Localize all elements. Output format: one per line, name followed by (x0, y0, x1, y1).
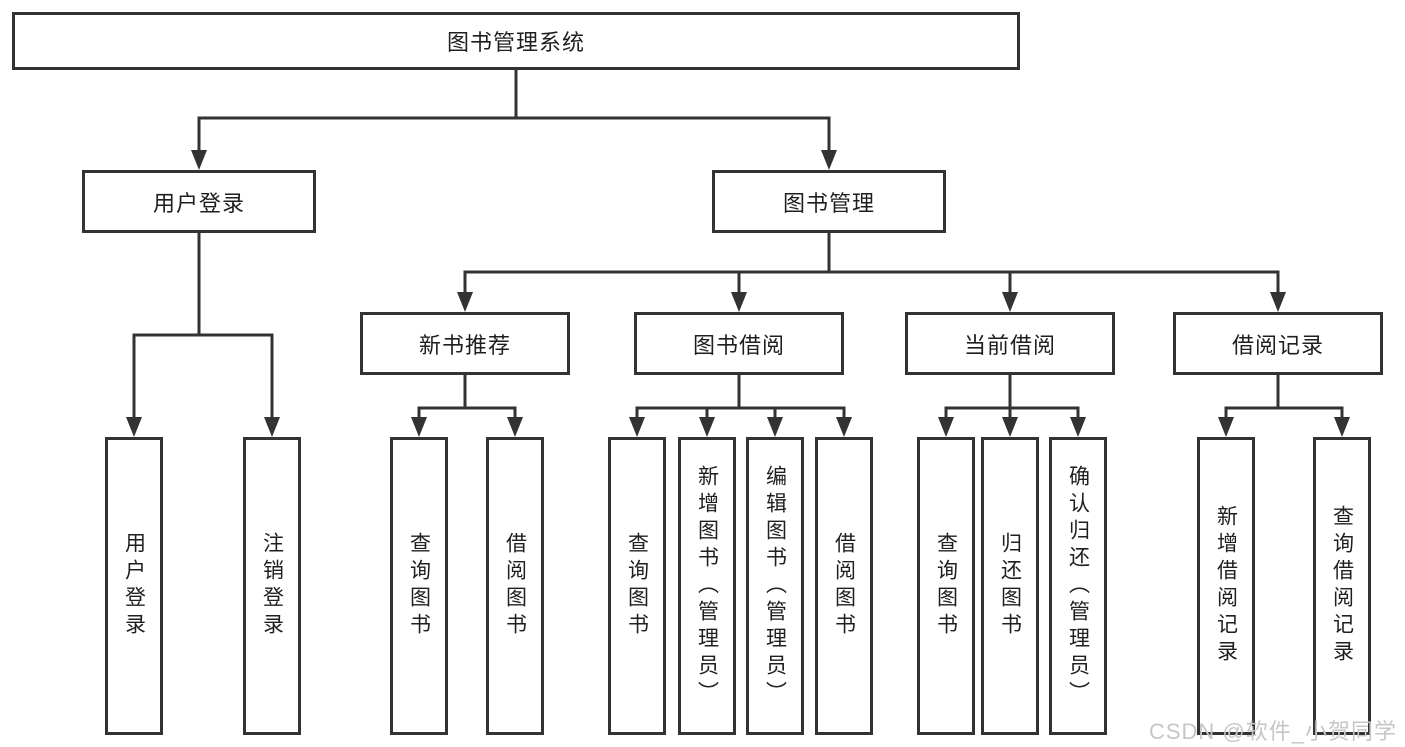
node-label: 新增借阅记录 (1214, 505, 1238, 667)
csdn-watermark: CSDN @软件_小贺同学 (1148, 719, 1397, 744)
node-book-management: 图书管理 (712, 170, 946, 233)
node-label: 图书管理系统 (446, 30, 585, 55)
node-label: 查询图书 (625, 532, 649, 640)
node-label: 图书管理 (782, 190, 875, 216)
node-label: 查询图书 (934, 532, 958, 640)
node-borrowing-records: 借阅记录 (1173, 312, 1383, 375)
leaf-user-login: 用户登录 (105, 437, 163, 735)
node-label: 用户登录 (122, 532, 146, 640)
leaf-add-books-admin: 新增图书（管理员） (678, 437, 736, 735)
node-library-management-system: 图书管理系统 (12, 12, 1020, 70)
leaf-logout: 注销登录 (243, 437, 301, 735)
node-label: 借阅记录 (1231, 332, 1324, 358)
node-label: 确认归还（管理员） (1066, 464, 1090, 708)
leaf-borrow-books: 借阅图书 (815, 437, 873, 735)
leaf-confirm-return-admin: 确认归还（管理员） (1049, 437, 1107, 735)
leaf-borrow-query-books: 查询图书 (608, 437, 666, 735)
node-new-book-recommendation: 新书推荐 (360, 312, 570, 375)
node-label: 查询图书 (407, 532, 431, 640)
node-label: 图书借阅 (692, 332, 785, 358)
leaf-current-query-books: 查询图书 (917, 437, 975, 735)
node-label: 注销登录 (260, 532, 284, 640)
node-label: 新书推荐 (418, 332, 511, 358)
leaf-recommend-query-books: 查询图书 (390, 437, 448, 735)
leaf-recommend-borrow-books: 借阅图书 (486, 437, 544, 735)
leaf-return-books: 归还图书 (981, 437, 1039, 735)
node-label: 借阅图书 (832, 532, 856, 640)
node-user-login: 用户登录 (82, 170, 316, 233)
node-current-borrowing: 当前借阅 (905, 312, 1115, 375)
node-label: 借阅图书 (503, 532, 527, 640)
node-label: 用户登录 (152, 190, 245, 216)
node-book-borrowing: 图书借阅 (634, 312, 844, 375)
node-label: 查询借阅记录 (1330, 505, 1354, 667)
node-label: 归还图书 (998, 532, 1022, 640)
node-label: 编辑图书（管理员） (763, 464, 787, 708)
leaf-query-borrow-record: 查询借阅记录 (1313, 437, 1371, 735)
node-label: 新增图书（管理员） (695, 464, 719, 708)
leaf-add-borrow-record: 新增借阅记录 (1197, 437, 1255, 735)
leaf-edit-books-admin: 编辑图书（管理员） (746, 437, 804, 735)
node-label: 当前借阅 (963, 332, 1056, 358)
